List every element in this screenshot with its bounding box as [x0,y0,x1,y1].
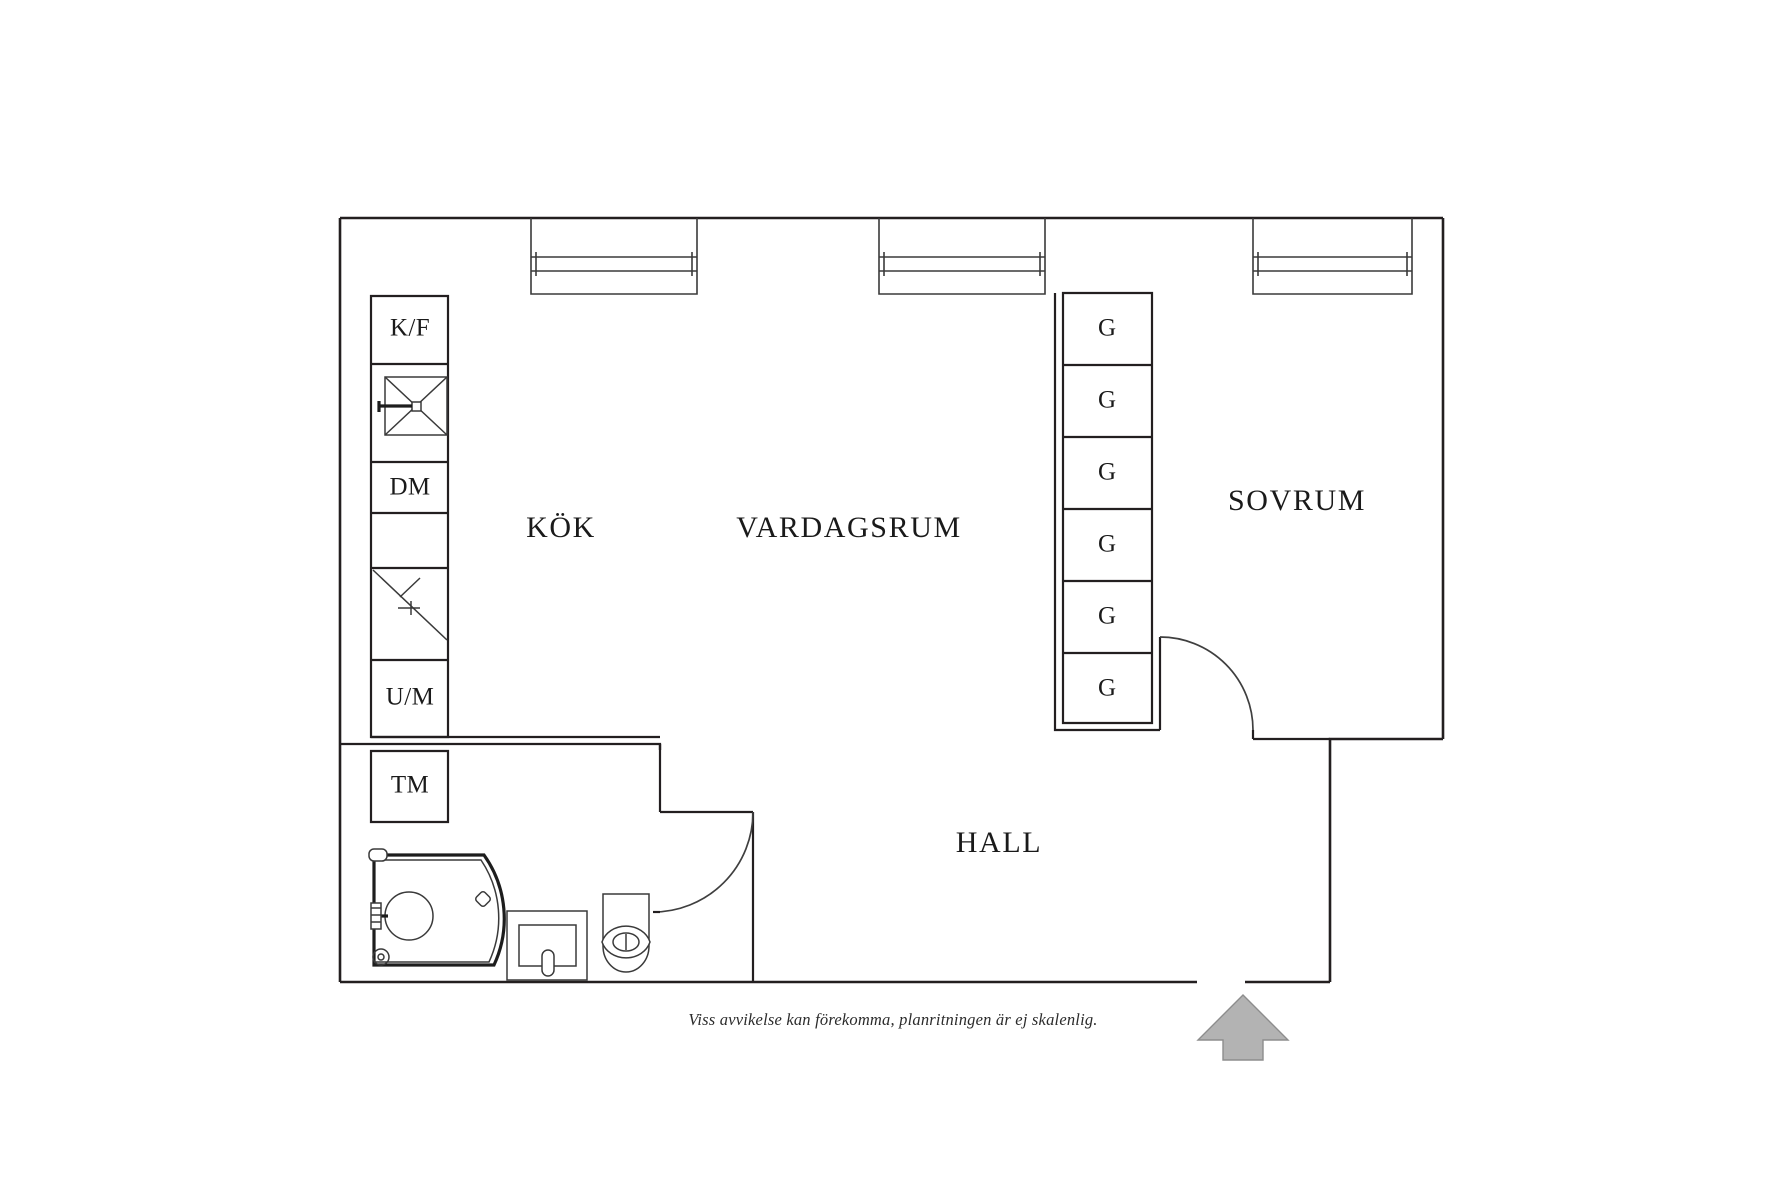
wardrobe-label: G [1098,531,1116,558]
cabinet-label-dm: DM [389,474,430,501]
wardrobe-labels: G G G G G G [1098,315,1116,702]
entrance-arrow [1196,994,1290,1061]
kitchen-sink-icon [372,569,448,641]
wardrobe-label: G [1098,315,1116,342]
kitchen-cabinet-run [369,294,450,739]
corner-shower-icon [368,848,506,967]
window-symbol [878,218,1046,295]
room-label-vardagsrum: VARDAGSRUM [736,511,962,544]
spis-hob-icon [377,376,448,436]
room-label-hall: HALL [956,826,1042,859]
bathroom-walls [340,735,755,982]
wardrobe-label: G [1098,387,1116,414]
wardrobe-column [1053,291,1160,732]
wardrobe-label: G [1098,603,1116,630]
wardrobe-label: G [1098,459,1116,486]
wardrobe-label: G [1098,675,1116,702]
outer-walls [338,216,1445,984]
door-swing-bedroom [1158,636,1330,741]
wash-basin-icon [506,910,588,981]
door-swing-bathroom [652,811,754,914]
window-symbol [1252,218,1413,295]
laundry-cabinet-tm [369,749,450,824]
window-symbol [530,218,698,295]
cabinet-label-tm: TM [391,772,429,799]
toilet-icon [601,893,651,973]
room-label-kok: KÖK [526,511,596,544]
room-label-sovrum: SOVRUM [1228,484,1366,517]
cabinet-label-kf: K/F [390,315,430,342]
window-group [530,218,1413,295]
disclaimer-footnote: Viss avvikelse kan förekomma, planritnin… [688,1010,1097,1029]
cabinet-label-um: U/M [386,684,434,711]
